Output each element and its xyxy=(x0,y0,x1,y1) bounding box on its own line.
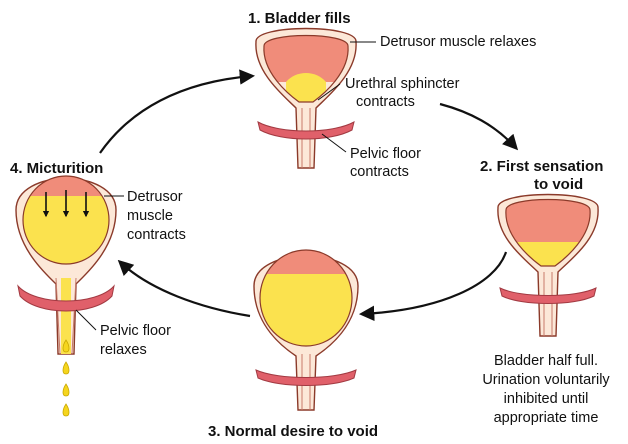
cycle-arrow-1-to-2 xyxy=(440,104,516,148)
label-pelvic-relaxes: relaxes xyxy=(100,341,147,359)
label-urethral-sphincter: Urethral sphincter xyxy=(345,75,459,93)
label-detrusor-relaxes: Detrusor muscle relaxes xyxy=(380,33,536,51)
caption-line-3: inhibited until xyxy=(466,390,626,408)
label-detrusor: Detrusor xyxy=(127,188,183,206)
leader-pelvic-4 xyxy=(76,310,96,330)
stage-4-title: 4. Micturition xyxy=(10,160,103,178)
caption-line-4: appropriate time xyxy=(466,409,626,427)
cycle-arrow-2-to-3 xyxy=(362,252,506,314)
label-pelvic-floor-1: Pelvic floor xyxy=(350,145,421,163)
label-pelvic-contracts: contracts xyxy=(350,163,409,181)
stage-2-title-line-2: to void xyxy=(534,176,583,194)
caption-line-2: Urination voluntarily xyxy=(466,371,626,389)
label-pelvic-floor-4: Pelvic floor xyxy=(100,322,171,340)
label-sphincter-contracts: contracts xyxy=(356,93,415,111)
urine-drops xyxy=(63,340,69,416)
stage-3-title: 3. Normal desire to void xyxy=(208,423,378,441)
label-muscle: muscle xyxy=(127,207,173,225)
cycle-arrow-3-to-4 xyxy=(120,262,250,316)
bladder-filling xyxy=(256,28,356,168)
stage-2-title-line-1: 2. First sensation xyxy=(480,158,603,176)
cycle-arrow-4-to-1 xyxy=(100,76,252,153)
bladder-half-full xyxy=(498,192,598,336)
stage-1-title: 1. Bladder fills xyxy=(248,10,351,28)
caption-line-1: Bladder half full. xyxy=(466,352,626,370)
label-detrusor-contracts: contracts xyxy=(127,226,186,244)
